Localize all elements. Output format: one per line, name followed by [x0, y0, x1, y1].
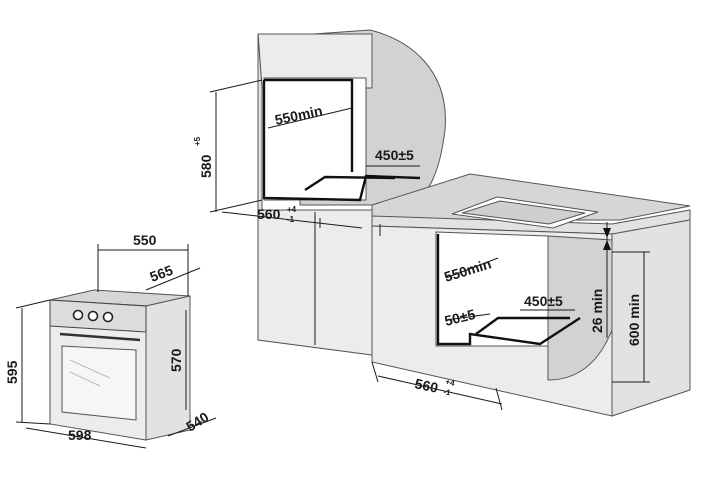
oven-knob-3	[102, 311, 114, 323]
tall-cabinet-recess	[263, 77, 367, 201]
gap-arrow-bottom	[603, 240, 611, 250]
oven-window-glare-2	[69, 371, 101, 387]
lower-height-label: 600 min	[626, 294, 642, 346]
tall-depth-label: 450±5	[375, 147, 414, 163]
lower-opening-tol-minus: -1	[443, 387, 452, 397]
oven-window-glare-1	[69, 359, 111, 379]
gap-label: 26 min	[589, 289, 605, 333]
lower-recess	[435, 231, 549, 347]
oven-height-label: 595	[4, 360, 20, 384]
tall-width-dim-line	[267, 107, 353, 129]
tall-cabinet: 580 +5 550min 450±5 560 +4 -1	[193, 29, 446, 356]
oven: 550 565 570 595 598 540	[4, 232, 217, 449]
tall-opening-dim-line	[221, 211, 363, 229]
oven-handle	[59, 332, 141, 342]
tall-height-ext-bottom	[209, 199, 263, 213]
lower-opening-label: 560	[413, 375, 439, 396]
tall-opening-label: 560	[257, 206, 281, 222]
oven-depth-label: 550	[133, 232, 157, 248]
lower-recess-outline	[436, 234, 581, 346]
oven-width-dim-line	[25, 427, 147, 449]
oven-window	[61, 345, 137, 421]
lower-opening-dim-line	[377, 375, 503, 405]
oven-height-ext-top	[15, 299, 51, 309]
lower-shelf-outline	[475, 316, 570, 335]
oven-height-ext-bottom	[15, 421, 51, 425]
oven-depth2-label: 565	[148, 262, 176, 285]
tall-height-ext-top	[209, 79, 263, 93]
lower-opening-ext-right	[495, 387, 503, 411]
oven-inner-height-label: 570	[168, 348, 184, 372]
lower-depth-label: 450±5	[524, 293, 563, 309]
lower-back-dim-line	[445, 313, 491, 321]
oven-knob-2	[87, 310, 99, 322]
lower-opening-tol-plus: +4	[445, 377, 456, 388]
tall-opening-tol-plus: +4	[287, 205, 297, 214]
tall-height-label: 580	[198, 154, 214, 178]
oven-depth2-dim-line	[145, 267, 201, 291]
hob-cutout-inner	[461, 200, 586, 225]
oven-side-depth-dim-line	[167, 417, 217, 437]
lower-width-dim-line	[445, 257, 499, 279]
tall-cabinet-shelf-outline	[304, 175, 396, 192]
gap-arrow-top	[603, 228, 611, 238]
lower-recess-wall	[547, 235, 613, 381]
lower-opening-ext-left	[371, 361, 379, 383]
oven-knob-1	[72, 309, 84, 321]
tall-height-tolerance: +5	[193, 136, 202, 146]
oven-width-label: 598	[68, 427, 92, 443]
lower-back-label: 50±5	[443, 306, 477, 329]
counter-unit: 550min 50±5 450±5 26 min 600 min 560 +4 …	[371, 173, 691, 417]
lower-cabinet-side	[611, 219, 691, 417]
tall-opening-tol-minus: -1	[287, 215, 295, 224]
